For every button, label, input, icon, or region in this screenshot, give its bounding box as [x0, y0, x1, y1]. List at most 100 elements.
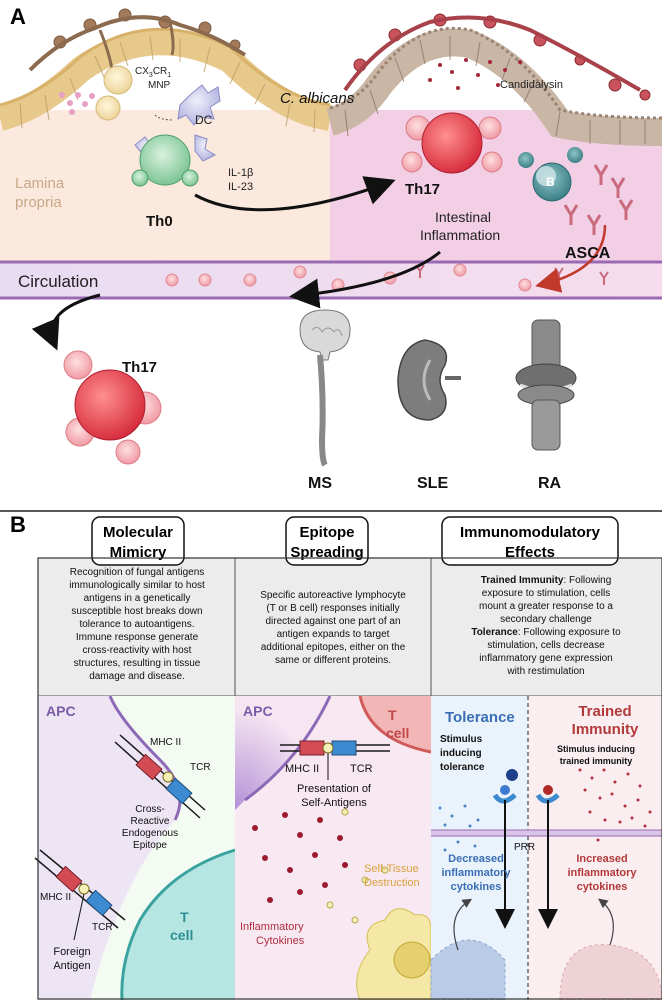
cytokines-label-1: Inflammatory	[240, 921, 304, 933]
title-spreading-1: Epitope	[300, 524, 355, 541]
intestinal-label-2: Inflammation	[420, 227, 500, 243]
th17-label-bottom: Th17	[122, 359, 157, 376]
th17-cluster-top	[401, 112, 503, 174]
title-box-immuno	[441, 516, 619, 566]
svg-text:Recognition of fungal antigens: Recognition of fungal antigens	[70, 567, 205, 578]
title-immuno-1: Immunomodulatory	[460, 524, 601, 541]
stim-tolerance-2: inducing	[440, 748, 482, 759]
mhc-label-spreading: MHC II	[285, 763, 319, 775]
decreased-label-1: Decreased	[448, 853, 504, 865]
panel-a-letter: A	[10, 4, 26, 29]
svg-text:stimulation, cells decrease: stimulation, cells decrease	[487, 640, 605, 651]
b-cell-label: B	[546, 175, 555, 189]
th0-cluster	[131, 134, 217, 187]
stim-tolerance-1: Stimulus	[440, 734, 483, 745]
stim-trained-2: trained immunity	[560, 756, 633, 766]
tcr-label-spreading: TCR	[350, 763, 373, 775]
kidney	[397, 339, 461, 421]
svg-text:tolerance to autoantigens.: tolerance to autoantigens.	[79, 619, 194, 630]
trained-heading-1: Trained	[578, 703, 631, 720]
svg-text:secondary challenge: secondary challenge	[500, 614, 592, 625]
increased-label-2: inflammatory	[567, 867, 637, 879]
svg-text:susceptible host breaks down: susceptible host breaks down	[71, 606, 202, 617]
svg-text:with restimulation: with restimulation	[506, 666, 584, 677]
svg-text:Immune response generate: Immune response generate	[76, 632, 199, 643]
dc-label: DC	[195, 113, 213, 127]
lamina-propria-label-1: Lamina	[15, 175, 65, 192]
candida-hyphae-right	[343, 13, 651, 101]
svg-text:cross-reactivity with host: cross-reactivity with host	[83, 645, 192, 656]
description-band	[37, 557, 662, 697]
il1b-label: IL-1β	[228, 167, 253, 179]
mnp-label: MNP	[148, 80, 171, 91]
svg-text:antigens in a genetically: antigens in a genetically	[84, 593, 191, 604]
foreign-antigen-label-1: Foreign	[53, 946, 90, 958]
cross-reactive-label-1: Cross-	[135, 804, 164, 815]
th17-label-top: Th17	[405, 181, 440, 198]
spreading-illustration	[235, 695, 432, 1000]
immuno-description: Trained Immunity: Following exposure to …	[471, 575, 621, 677]
svg-text:(T or B cell) responses initia: (T or B cell) responses initially	[266, 603, 399, 614]
t-cell-label-mimicry-1: T	[180, 909, 189, 925]
title-spreading-2: Spreading	[290, 544, 363, 561]
svg-text:structures, resulting in tissu: structures, resulting in tissue	[74, 658, 201, 669]
svg-text:Tolerance: Following exposure: Tolerance: Following exposure to	[471, 627, 621, 638]
circulation-label: Circulation	[18, 272, 98, 291]
svg-text:exposure to stimulation, cells: exposure to stimulation, cells	[482, 588, 610, 599]
cross-reactive-label-2: Reactive	[131, 816, 170, 827]
t-cell-label-spreading-2: cell	[386, 725, 409, 741]
title-mimicry-1: Molecular	[103, 524, 173, 541]
tolerance-heading: Tolerance	[445, 709, 515, 726]
panel-b: B Molecular Mimicry Epitope Spreading Im…	[10, 512, 662, 1000]
svg-text:Trained Immunity: Following: Trained Immunity: Following	[481, 575, 612, 586]
th17-cluster-bottom	[63, 350, 162, 465]
trained-heading-2: Immunity	[572, 721, 639, 738]
t-cell-label-spreading-1: T	[388, 707, 397, 723]
stim-tolerance-3: tolerance	[440, 762, 485, 773]
cytokines-label-2: Cytokines	[256, 935, 305, 947]
cross-reactive-label-3: Endogenous	[122, 828, 178, 839]
prr-label: PRR	[514, 842, 535, 853]
title-mimicry-2: Mimicry	[110, 544, 167, 561]
arrow-th0-to-th17	[194, 176, 396, 212]
svg-text:Specific autoreactive lymphocy: Specific autoreactive lymphocyte	[260, 590, 406, 601]
title-immuno-2: Effects	[505, 544, 555, 561]
apc-label-spreading: APC	[243, 703, 273, 719]
disease-sle: SLE	[417, 475, 448, 492]
mnp-cell	[103, 65, 133, 95]
decreased-label-3: cytokines	[451, 881, 502, 893]
cross-reactive-label-4: Epitope	[133, 840, 167, 851]
lamina-propria-label-2: propria	[15, 194, 62, 211]
tcr-label-top: TCR	[190, 762, 211, 773]
apc-label-mimicry: APC	[46, 703, 76, 719]
svg-text:inflammatory gene expression: inflammatory gene expression	[479, 653, 612, 664]
presentation-label-1: Presentation of	[297, 783, 372, 795]
intestinal-label-1: Intestinal	[435, 209, 491, 225]
foreign-antigen-label-2: Antigen	[53, 960, 90, 972]
panel-b-frame	[37, 557, 662, 1000]
knee-joint	[515, 319, 577, 451]
dendritic-cell	[177, 84, 221, 126]
spreading-description: Specific autoreactive lymphocyte (T or B…	[260, 590, 406, 666]
candidalysin-particles	[428, 58, 522, 90]
th0-label: Th0	[146, 213, 173, 230]
panel-a: A CX3CR1 MNP DC C. albicans Candidalysin…	[0, 0, 662, 492]
increased-label-1: Increased	[576, 853, 627, 865]
mimicry-description: Recognition of fungal antigens immunolog…	[69, 567, 205, 682]
asca-label: ASCA	[565, 245, 611, 262]
candidalysin-label: Candidalysin	[500, 79, 563, 91]
il23-label: IL-23	[228, 181, 253, 193]
stim-trained-1: Stimulus inducing	[557, 744, 635, 754]
disease-ra: RA	[538, 475, 562, 492]
panel-b-letter: B	[10, 512, 26, 537]
decreased-label-2: inflammatory	[441, 867, 511, 879]
tcr-label-bottom: TCR	[92, 922, 113, 933]
t-cell-label-mimicry-2: cell	[170, 927, 193, 943]
svg-text:antigen expands to target: antigen expands to target	[277, 629, 390, 640]
title-box-spreading	[285, 516, 369, 566]
mnp-cell-2	[95, 95, 121, 121]
epithelium-inflamed	[325, 28, 662, 146]
asca-antibodies	[563, 164, 634, 235]
